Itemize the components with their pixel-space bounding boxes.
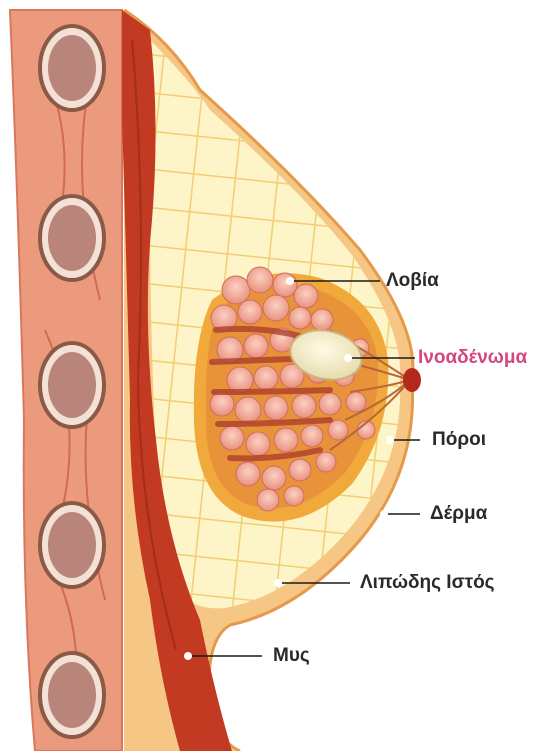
label-fat-tissue: Λιπώδης Ιστός — [360, 573, 495, 592]
label-skin: Δέρμα — [430, 504, 487, 523]
nipple — [403, 368, 421, 392]
label-lobes: Λοβία — [386, 271, 439, 290]
label-fibroadenoma: Ινοαδένωμα — [418, 348, 527, 367]
label-muscle: Μυς — [273, 646, 310, 665]
label-ducts: Πόροι — [432, 430, 486, 449]
